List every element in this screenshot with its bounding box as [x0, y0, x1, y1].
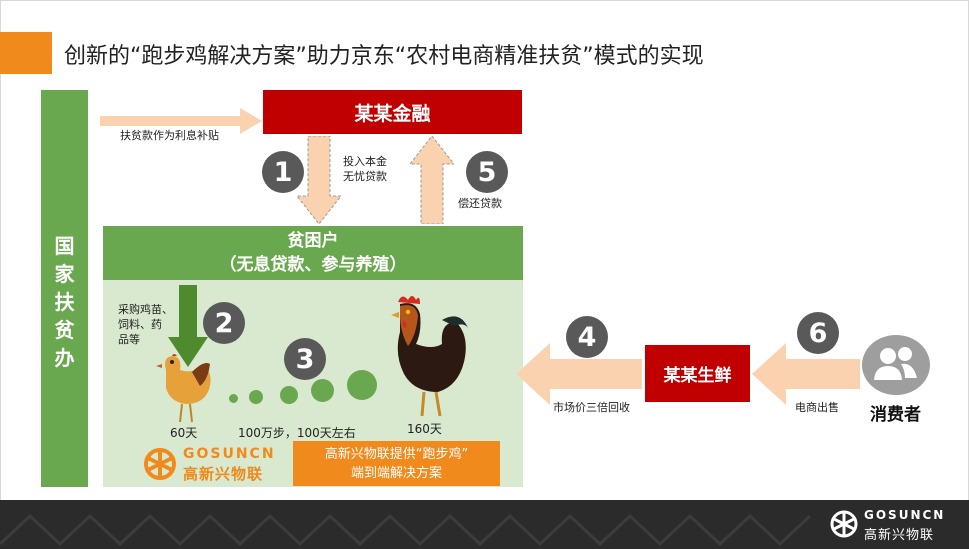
step-5-note: 偿还贷款 [458, 197, 502, 210]
gosuncn-logo-icon [144, 448, 176, 480]
growth-dot-5 [347, 370, 377, 400]
consumer-icon [862, 335, 930, 395]
fresh-box: 某某生鲜 [645, 345, 750, 402]
footer-logo-en: GOSUNCN [864, 508, 946, 522]
slide-title: 创新的“跑步鸡解决方案”助力京东“农村电商精准扶贫”模式的实现 [64, 44, 704, 69]
footer-logo-cn: 高新兴物联 [864, 528, 935, 543]
gosuncn-logo-cn: 高新兴物联 [183, 465, 264, 483]
footer-bar: GOSUNCN 高新兴物联 [0, 500, 969, 549]
step-6-badge: 6 [797, 312, 839, 354]
repay-up-arrow [410, 136, 454, 224]
growth-dot-2 [249, 390, 263, 404]
step-5-badge: 5 [466, 151, 508, 193]
solution-line-2: 端到端解决方案 [350, 466, 442, 481]
subsidy-arrow [100, 108, 262, 134]
poor-household-header: 贫困户 （无息贷款、参与养殖） [103, 226, 523, 280]
step-6-note: 电商出售 [795, 401, 839, 414]
step-1-note: 投入本金无忧贷款 [343, 155, 387, 183]
footer-pattern [0, 513, 812, 547]
loan-down-arrow [297, 136, 341, 224]
day-160-label: 160天 [407, 422, 442, 436]
step-2-note: 采购鸡苗、饲料、药品等 [118, 303, 173, 346]
solution-line-1: 高新兴物联提供“跑步鸡” [324, 447, 469, 462]
step-4-badge: 4 [566, 316, 608, 358]
gosuncn-logo-en: GOSUNCN [183, 446, 276, 462]
title-accent-tab [0, 32, 52, 74]
consumer-label: 消费者 [870, 405, 921, 425]
ecommerce-arrow [752, 343, 860, 405]
rooster-icon [391, 296, 468, 417]
step-3-badge: 3 [284, 338, 326, 380]
growth-dot-3 [280, 386, 298, 404]
purchase-down-arrow [168, 285, 208, 367]
footer-logo-icon [830, 510, 858, 538]
step-2-badge: 2 [203, 302, 245, 344]
gov-office-label: 国家扶贫办 [54, 234, 75, 370]
growth-dot-4 [311, 379, 334, 402]
gov-office-box [41, 90, 88, 487]
subsidy-note: 扶贫款作为利息补贴 [120, 129, 219, 142]
growth-dot-1 [229, 394, 238, 403]
buyback-arrow [516, 343, 642, 405]
step-4-note: 市场价三倍回收 [553, 401, 630, 414]
day-mid-label: 100万步，100天左右 [238, 426, 356, 440]
poor-household-title: 贫困户 [287, 231, 339, 251]
step-1-badge: 1 [262, 151, 304, 193]
young-chicken-icon [156, 354, 211, 423]
finance-box: 某某金融 [263, 90, 522, 134]
solution-box: 高新兴物联提供“跑步鸡” 端到端解决方案 [293, 441, 500, 486]
day-60-label: 60天 [170, 426, 198, 440]
poor-household-subtitle: （无息贷款、参与养殖） [219, 255, 407, 275]
